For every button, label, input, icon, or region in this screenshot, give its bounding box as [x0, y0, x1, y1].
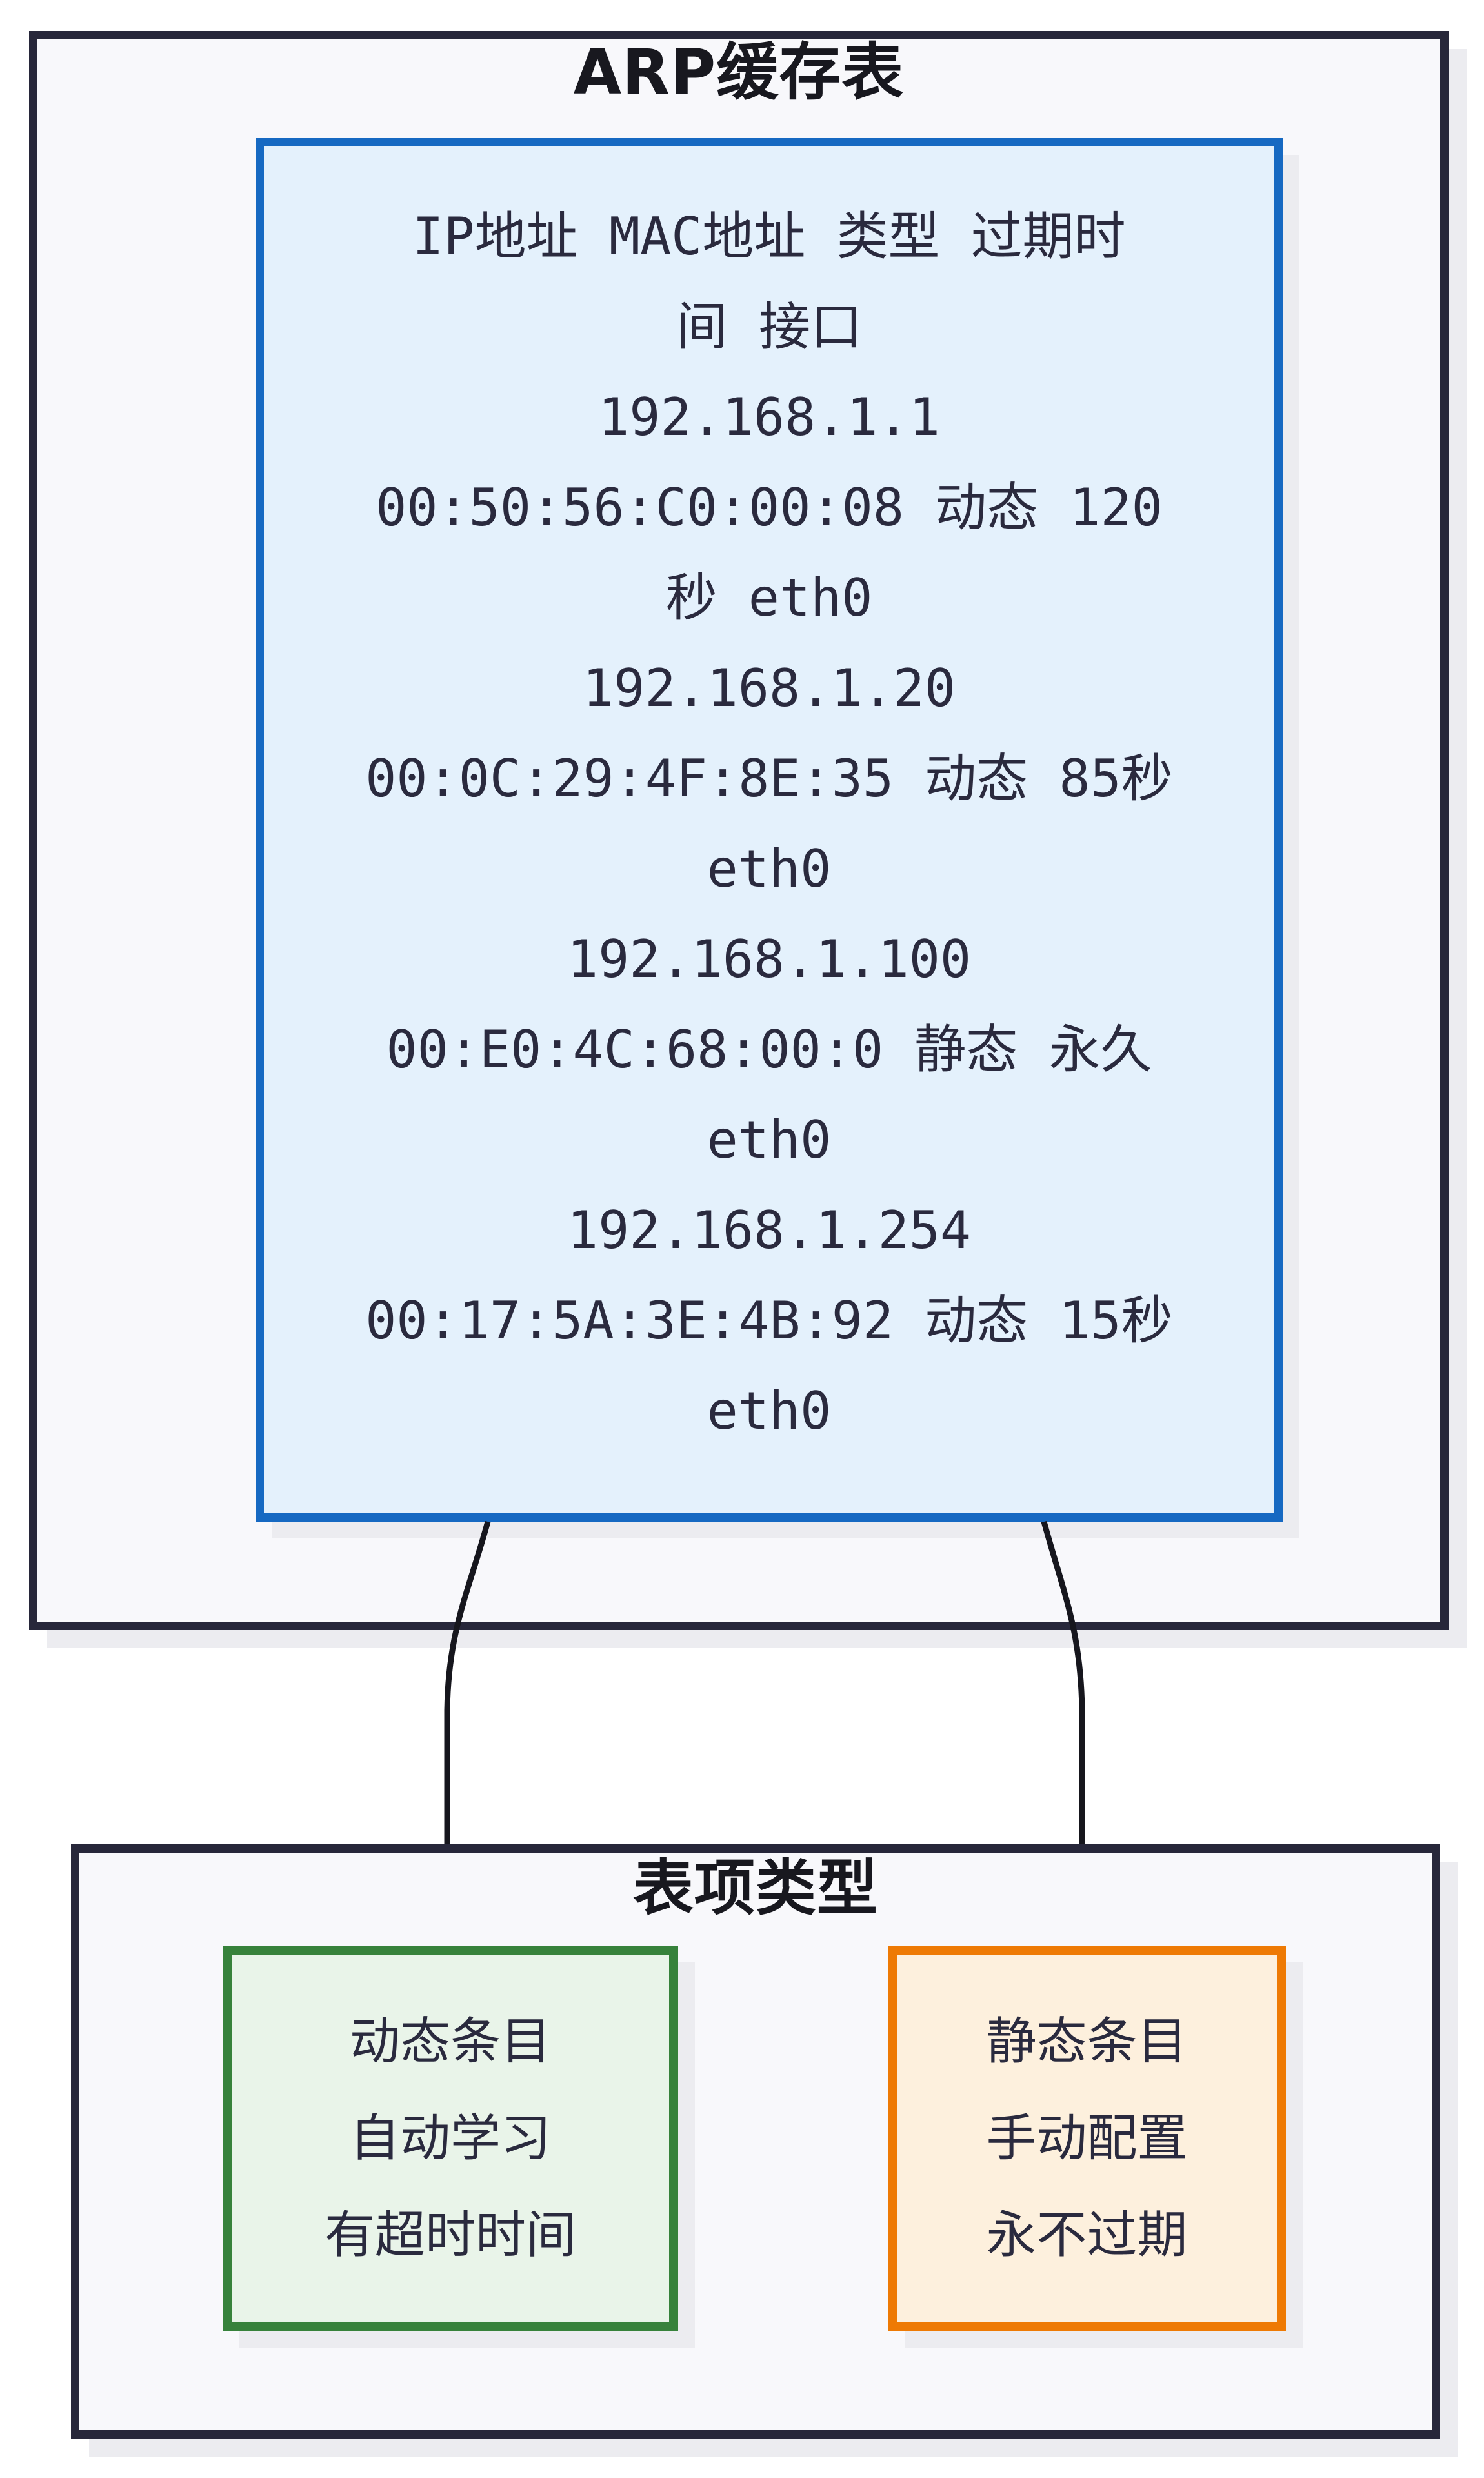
- arp-table-line: 00:0C:29:4F:8E:35 动态 85秒: [365, 749, 1173, 809]
- entry-type-title: 表项类型: [632, 1853, 878, 1924]
- dynamic-entry-line: 动态条目: [349, 2013, 551, 2071]
- dynamic-entry-line: 有超时时间: [324, 2206, 576, 2264]
- arp-table-line: 间 接口: [676, 297, 863, 357]
- arp-table-line: eth0: [707, 1110, 832, 1170]
- static-entry-line: 静态条目: [986, 2013, 1188, 2071]
- static-entry-line: 永不过期: [986, 2206, 1188, 2264]
- arp-table-line: 192.168.1.20: [583, 658, 956, 718]
- arp-table-line: 192.168.1.1: [598, 387, 940, 447]
- dynamic-entry-text: 动态条目自动学习有超时时间: [232, 1993, 669, 2284]
- dynamic-entry-line: 自动学习: [349, 2110, 551, 2168]
- arp-table-line: eth0: [707, 1381, 832, 1441]
- arp-table-text: IP地址 MAC地址 类型 过期时间 接口 192.168.1.1 00:50:56…: [264, 192, 1274, 1456]
- arp-table-line: 秒 eth0: [665, 568, 873, 628]
- static-entry-node: 静态条目手动配置永不过期: [888, 1946, 1286, 2331]
- arp-table-line: eth0: [707, 839, 832, 899]
- arp-table-line: 00:E0:4C:68:00:0 静态 永久: [386, 1020, 1152, 1080]
- arp-cache-title: ARP缓存表: [573, 36, 905, 108]
- static-entry-line: 手动配置: [986, 2110, 1188, 2168]
- arp-table-line: 192.168.1.254: [567, 1200, 972, 1260]
- arp-table-node: IP地址 MAC地址 类型 过期时间 接口 192.168.1.1 00:50:56…: [256, 138, 1283, 1522]
- dynamic-entry-node: 动态条目自动学习有超时时间: [223, 1946, 678, 2331]
- arp-table-line: 00:17:5A:3E:4B:92 动态 15秒: [365, 1291, 1173, 1351]
- arp-table-line: 192.168.1.100: [567, 929, 972, 989]
- arp-table-line: 00:50:56:C0:00:08 动态 120: [376, 478, 1163, 538]
- static-entry-text: 静态条目手动配置永不过期: [897, 1993, 1277, 2284]
- arp-table-line: IP地址 MAC地址 类型 过期时: [412, 206, 1126, 267]
